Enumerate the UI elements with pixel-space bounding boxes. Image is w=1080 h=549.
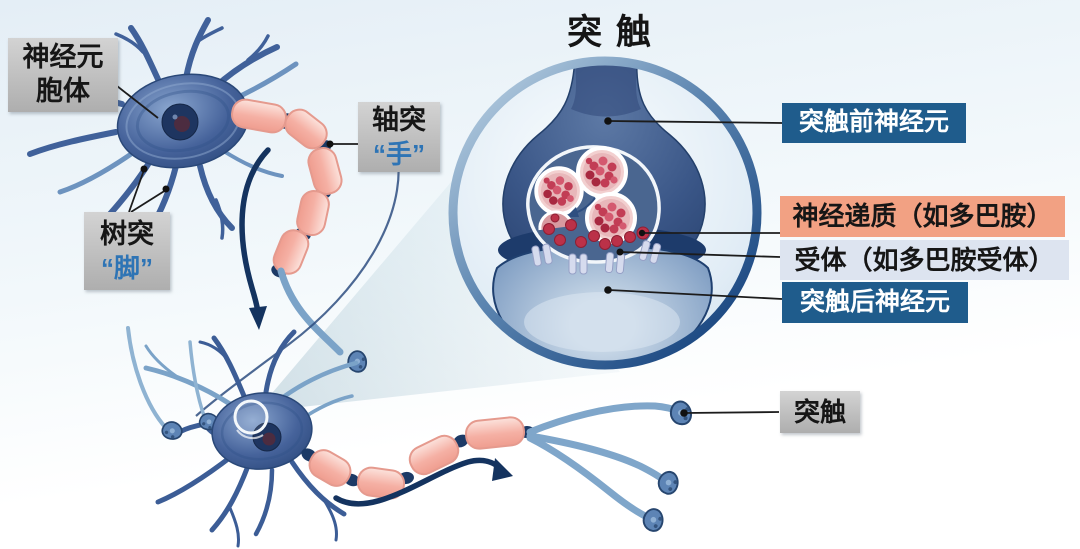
neurotransmitter-dots (543, 213, 650, 250)
label-dendrite-nickname: “脚” (100, 252, 153, 283)
label-axon-nickname: “手” (372, 138, 425, 169)
label-receptor: 受体（如多巴胺受体） (780, 240, 1069, 280)
magnifier-ring (448, 56, 762, 370)
label-synapse-terminal: 突触 (780, 391, 860, 433)
neuron-2-dendrites (126, 326, 359, 548)
neuron-1-thin-fiber (195, 129, 400, 417)
signal-arrow-right (333, 457, 513, 507)
label-neuron-soma: 神经元 胞体 (8, 38, 118, 112)
neuron-1-cell-body (116, 73, 250, 169)
diagram-title: 突 触 (567, 13, 653, 52)
label-neuron-soma-line2: 胞体 (36, 76, 90, 106)
label-presynaptic-neuron: 突触前神经元 (782, 103, 966, 143)
callout-lines (116, 85, 783, 414)
label-dendrite: 树突 “脚” (84, 212, 170, 290)
label-axon-text: 轴突 (372, 104, 426, 135)
neuron-2 (126, 326, 694, 548)
label-neuron-soma-line1: 神经元 (22, 42, 104, 73)
neuron-1-axon-tail (277, 267, 344, 356)
neuron-1-myelinated-axon (195, 98, 400, 417)
zoom-source-marker (233, 399, 269, 440)
label-dendrite-text: 树突 (100, 218, 154, 249)
label-neurotransmitter: 神经递质（如多巴胺） (780, 196, 1065, 237)
signal-arrow-down (239, 147, 271, 330)
synapse-magnified-circle (448, 56, 762, 370)
vesicle-release-arrow (566, 197, 596, 217)
label-postsynaptic-neuron: 突触后神经元 (782, 282, 968, 323)
label-axon: 轴突 “手” (358, 102, 440, 172)
callout-line-dots (140, 117, 688, 417)
neuron-2-myelinated-axon (301, 399, 694, 535)
